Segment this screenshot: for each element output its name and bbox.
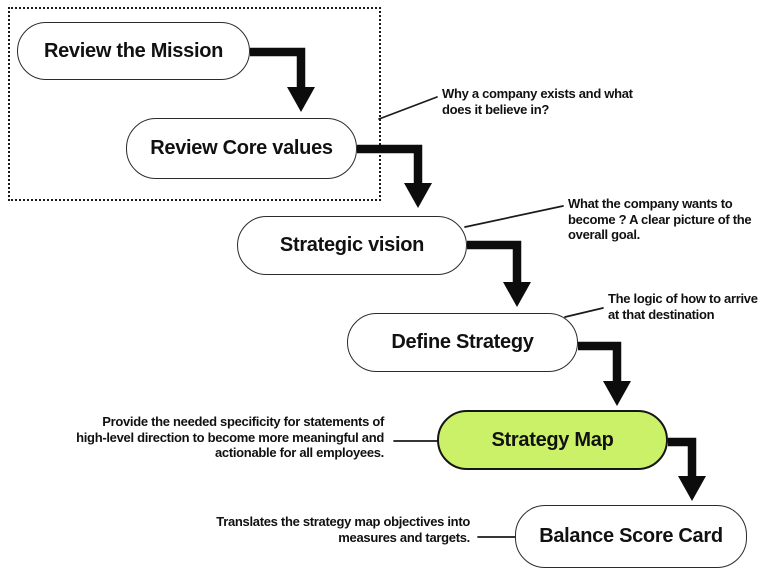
node-strategy-map: Strategy Map: [437, 410, 668, 470]
annotation-translates-strategy-map: Translates the strategy map objectives i…: [216, 514, 470, 545]
callout-line-why-company-exists: [378, 96, 438, 120]
annotation-why-company-exists: Why a company exists and what does it be…: [442, 86, 633, 117]
node-review-the-mission: Review the Mission: [17, 22, 250, 80]
arrow-define-strategy-to-strategy-map: [578, 341, 631, 406]
callout-line-logic-how-to-arrive: [564, 307, 604, 318]
annotation-provide-needed-specificity: Provide the needed specificity for state…: [76, 414, 384, 460]
node-review-core-values: Review Core values: [126, 118, 357, 179]
arrow-strategy-map-to-balance-score-card: [668, 437, 706, 501]
node-define-strategy: Define Strategy: [347, 313, 578, 372]
node-balance-score-card: Balance Score Card: [515, 505, 747, 568]
arrow-strategic-vision-to-define-strategy: [467, 240, 531, 307]
annotation-company-wants-to-become: What the company wants to become ? A cle…: [568, 196, 752, 242]
annotation-logic-how-to-arrive: The logic of how to arrive at that desti…: [608, 291, 758, 322]
node-strategic-vision: Strategic vision: [237, 216, 467, 275]
callout-line-company-wants-to-become: [464, 205, 564, 228]
